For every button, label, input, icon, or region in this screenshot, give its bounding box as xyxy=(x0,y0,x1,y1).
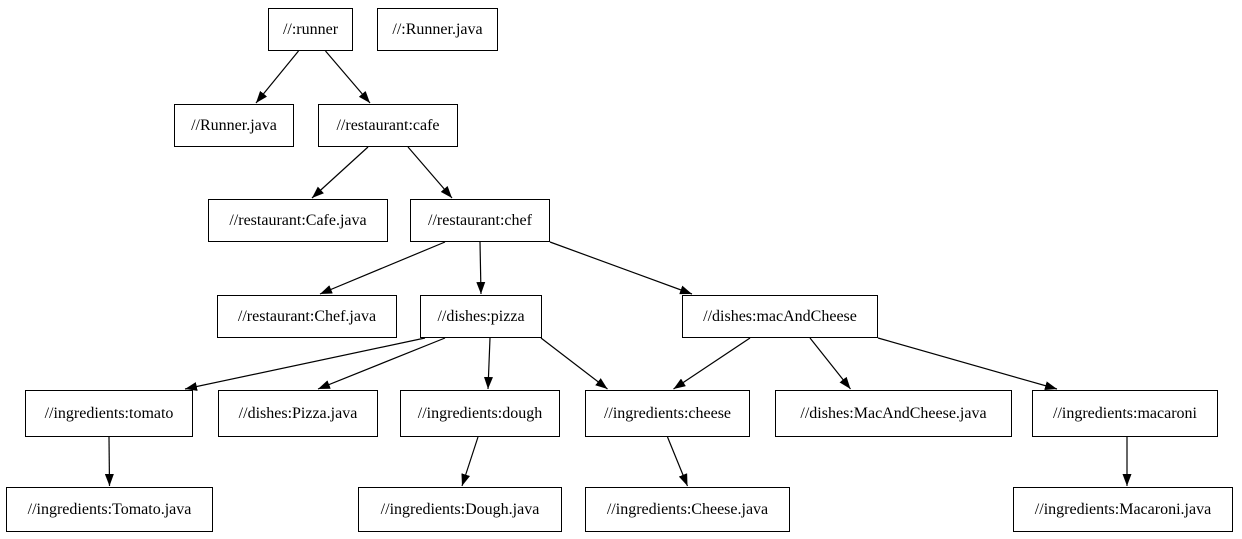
edge-dough-to-dough_java xyxy=(461,436,479,487)
edge-cafe-to-chef xyxy=(407,146,453,199)
node-tomato: //ingredients:tomato xyxy=(25,390,193,437)
node-cafe_java: //restaurant:Cafe.java xyxy=(208,199,388,242)
node-cheese_java: //ingredients:Cheese.java xyxy=(585,487,790,532)
node-cheese: //ingredients:cheese xyxy=(585,390,750,437)
edge-mac_and_cheese-to-macaroni xyxy=(877,337,1058,391)
node-pizza: //dishes:pizza xyxy=(420,295,542,338)
edge-runner-to-runner_java_file xyxy=(255,50,299,104)
edge-pizza-to-dough xyxy=(483,337,493,390)
node-mac_and_cheese_java: //dishes:MacAndCheese.java xyxy=(775,390,1012,437)
node-dough_java: //ingredients:Dough.java xyxy=(358,487,562,532)
node-mac_and_cheese: //dishes:macAndCheese xyxy=(682,295,878,338)
node-dough: //ingredients:dough xyxy=(400,390,560,437)
edge-pizza-to-tomato xyxy=(184,337,426,391)
edge-chef-to-mac_and_cheese xyxy=(549,241,693,295)
edge-cafe-to-cafe_java xyxy=(311,146,369,199)
edge-cheese-to-cheese_java xyxy=(666,436,689,487)
node-runner_java_file: //Runner.java xyxy=(174,104,294,147)
edge-chef-to-chef_java xyxy=(319,241,446,295)
edge-pizza-to-cheese xyxy=(540,337,608,390)
edge-runner-to-cafe xyxy=(325,50,371,104)
node-runner: //:runner xyxy=(268,8,353,51)
edge-pizza-to-pizza_java xyxy=(317,337,446,390)
node-chef: //restaurant:chef xyxy=(410,199,550,242)
edge-mac_and_cheese-to-cheese xyxy=(673,337,751,390)
node-pizza_java: //dishes:Pizza.java xyxy=(218,390,378,437)
node-macaroni_java: //ingredients:Macaroni.java xyxy=(1013,487,1233,532)
node-macaroni: //ingredients:macaroni xyxy=(1032,390,1218,437)
node-chef_java: //restaurant:Chef.java xyxy=(217,295,397,338)
node-runner_java_root: //:Runner.java xyxy=(377,8,498,51)
edge-chef-to-pizza xyxy=(476,241,486,295)
node-cafe: //restaurant:cafe xyxy=(318,104,458,147)
edge-mac_and_cheese-to-mac_and_cheese_java xyxy=(809,337,851,390)
edge-tomato-to-tomato_java xyxy=(104,436,114,487)
node-tomato_java: //ingredients:Tomato.java xyxy=(6,487,213,532)
